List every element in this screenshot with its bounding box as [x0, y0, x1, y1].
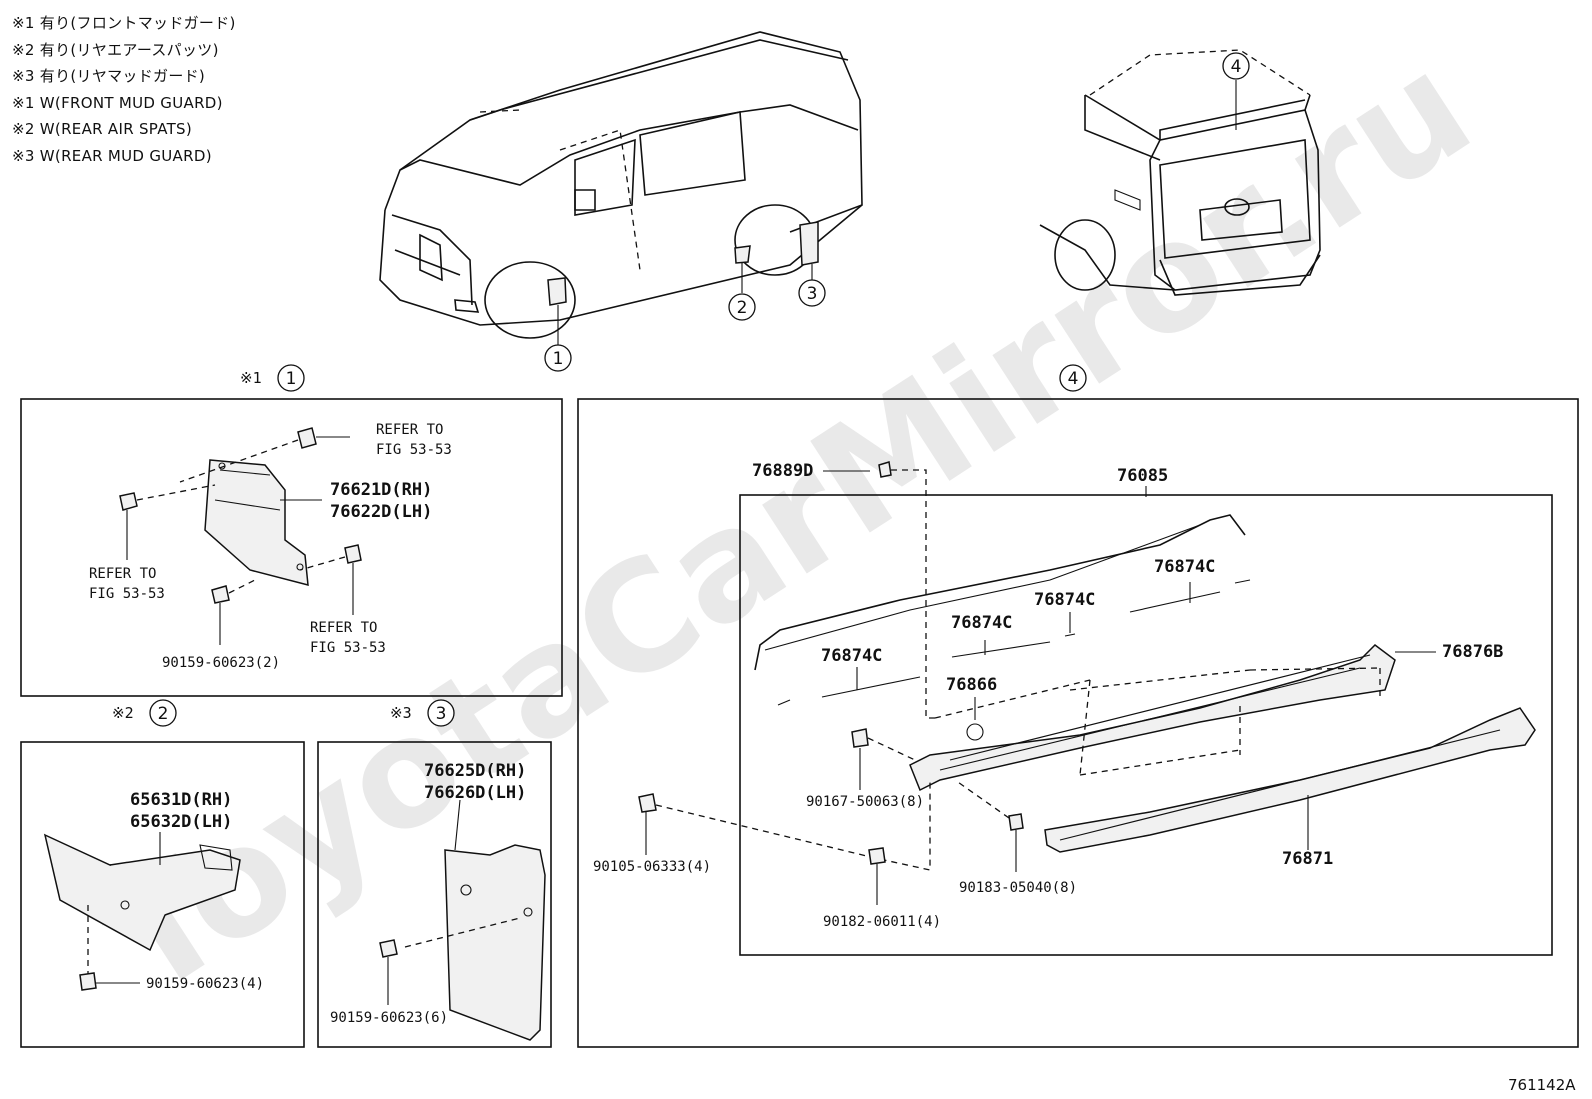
part-number: 76874C: [821, 646, 882, 666]
part-number: 76876B: [1442, 642, 1503, 662]
front-mud-guard-part: [204, 459, 309, 586]
refer-to-fig: FIG 53-53: [89, 586, 165, 602]
watermark: ToyotaCarMirror.ru: [75, 20, 1500, 1030]
part-number-rh: 76625D(RH): [424, 761, 526, 781]
callout-4-top: 4: [1222, 52, 1250, 80]
callout-number: 1: [286, 369, 297, 389]
rear-mud-guard-box: [317, 741, 552, 1048]
note-line: ※3 W(REAR MUD GUARD): [12, 146, 212, 165]
bolt-part-number: 90159-60623(4): [146, 976, 264, 992]
callout-2-top: 2: [728, 293, 756, 321]
fastener-clip-top: [179, 427, 350, 483]
callout-number: 3: [436, 704, 447, 724]
applicability-notes: ※1 有り(フロントマッドガード) ※2 有り(リヤエアースパッツ) ※3 有り…: [12, 10, 236, 169]
callout-3-top: 3: [798, 279, 826, 307]
section-header-2: ※2 2: [112, 699, 177, 727]
callout-number: 2: [158, 704, 169, 724]
section-header-1: ※1 1: [240, 364, 305, 392]
callout-1-top: 1: [544, 344, 572, 372]
refer-to-fig: FIG 53-53: [376, 442, 452, 458]
part-number: 76889D: [752, 461, 813, 481]
bolt-part-number: 90183-05040(8): [959, 880, 1077, 896]
part-number-lh: 65632D(LH): [130, 812, 232, 832]
part-number: 76874C: [951, 613, 1012, 633]
fastener-clip-right: [299, 544, 362, 615]
part-number: 76874C: [1034, 590, 1095, 610]
refer-to-label: REFER TO: [310, 620, 377, 636]
part-number: 76874C: [1154, 557, 1215, 577]
section-header-3: ※3 3: [390, 699, 455, 727]
fastener-bolt-left: [119, 484, 216, 560]
note-line: ※2 W(REAR AIR SPATS): [12, 120, 193, 138]
callout-number: 4: [1231, 57, 1242, 77]
section-header-4: 4: [1059, 364, 1087, 392]
spoiler-inner-panel: [909, 644, 1396, 792]
bolt-part-number: 90159-60623(2): [162, 655, 280, 671]
callout-number: 2: [737, 298, 748, 318]
callout-number: 4: [1068, 369, 1079, 389]
bolt-part-number: 90182-06011(4): [823, 914, 941, 930]
rear-air-spats-part: [43, 833, 241, 952]
fastener-bolt-bottom: [211, 579, 256, 645]
callout-number: 3: [807, 284, 818, 304]
figure-code: 761142A: [1508, 1076, 1576, 1094]
part-number-lh: 76622D(LH): [330, 502, 432, 522]
bolt-part-number: 90159-60623(6): [330, 1010, 448, 1026]
rear-mud-guard-part: [444, 844, 546, 1041]
section-mark: ※3: [390, 704, 412, 722]
van-rear-illustration: [1039, 49, 1321, 296]
van-front-illustration: [379, 31, 863, 345]
refer-to-fig: FIG 53-53: [310, 640, 386, 656]
part-number: 76085: [1117, 466, 1168, 486]
part-number: 76866: [946, 675, 997, 695]
callout-number: 1: [553, 349, 564, 369]
part-number-rh: 65631D(RH): [130, 790, 232, 810]
bolt-part-number: 90105-06333(4): [593, 859, 711, 875]
note-line: ※1 有り(フロントマッドガード): [12, 14, 236, 32]
rear-spoiler-box: [577, 398, 1579, 1048]
bolt-part-number: 90167-50063(8): [806, 794, 924, 810]
note-line: ※2 有り(リヤエアースパッツ): [12, 40, 219, 59]
spoiler-fasteners: [638, 461, 1024, 905]
spoiler-mounting-brackets: [821, 582, 1221, 698]
fastener-bolt: [79, 972, 97, 991]
section-mark: ※1: [240, 369, 262, 387]
front-mud-guard-box: [20, 398, 563, 697]
part-number: 76871: [1282, 849, 1333, 869]
note-line: ※3 有り(リヤマッドガード): [12, 67, 206, 85]
fastener-bolt: [379, 939, 398, 958]
refer-to-label: REFER TO: [89, 566, 156, 582]
spoiler-wire-harness: [754, 514, 1251, 706]
spoiler-outer-cover: [1044, 707, 1536, 853]
rear-air-spats-box: [20, 741, 305, 1048]
part-number-rh: 76621D(RH): [330, 480, 432, 500]
note-line: ※1 W(FRONT MUD GUARD): [12, 93, 223, 112]
refer-to-label: REFER TO: [376, 422, 443, 438]
section-mark: ※2: [112, 704, 134, 722]
part-number-lh: 76626D(LH): [424, 783, 526, 803]
